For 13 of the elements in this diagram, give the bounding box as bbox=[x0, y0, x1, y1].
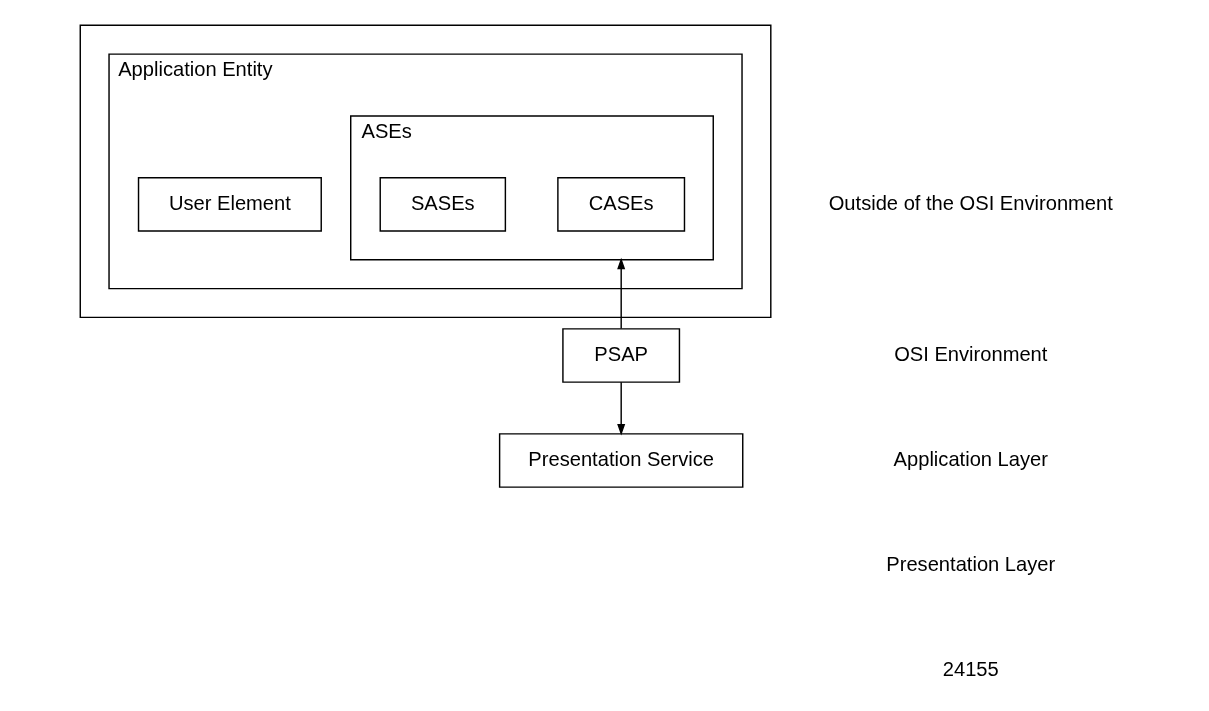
arrow bbox=[616, 257, 625, 330]
node-box: SASEs bbox=[379, 177, 506, 232]
label: OSI Environment bbox=[893, 342, 1047, 365]
node-box: Presentation Service bbox=[498, 433, 743, 488]
node-box: User Element bbox=[137, 177, 322, 232]
label: Application Layer bbox=[893, 447, 1048, 470]
node-box: PSAP bbox=[561, 328, 680, 383]
label: Presentation Layer bbox=[885, 552, 1055, 575]
arrow bbox=[616, 381, 625, 436]
label: Outside of the OSI Environment bbox=[828, 191, 1113, 214]
cluster bbox=[79, 24, 771, 319]
label: 24155 bbox=[942, 657, 999, 680]
node-box: CASEs bbox=[556, 177, 685, 232]
